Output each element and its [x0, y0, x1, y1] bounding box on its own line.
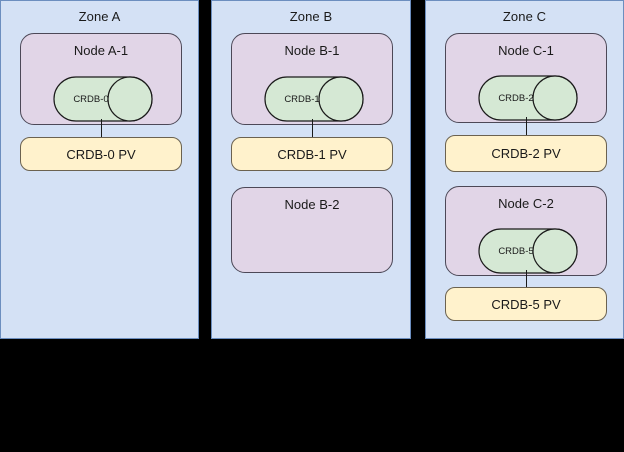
- crdb-5-pv-label: CRDB-5 PV: [491, 296, 561, 312]
- crdb-1-pv-label: CRDB-1 PV: [277, 146, 347, 162]
- node-c-1: Node C-1 CRDB-2: [445, 33, 607, 123]
- database-cylinder-crdb-5: CRDB-5: [478, 228, 578, 274]
- crdb-0-pv: CRDB-0 PV: [20, 137, 182, 171]
- connector-node-c-1-to-crdb-2-pv: [526, 117, 527, 136]
- database-cylinder-crdb-1: CRDB-1: [264, 76, 364, 122]
- node-c-2: Node C-2 CRDB-5: [445, 186, 607, 276]
- node-b-1-title: Node B-1: [284, 43, 340, 58]
- crdb-2-pv-label: CRDB-2 PV: [491, 146, 561, 161]
- crdb-5-pv: CRDB-5 PV: [445, 287, 607, 321]
- node-c-2-title: Node C-2: [498, 196, 554, 211]
- zone-b: Zone B Node B-1 CRDB-1 CRDB-1 PV Node B-…: [211, 0, 411, 339]
- node-b-1: Node B-1 CRDB-1: [231, 33, 393, 125]
- zone-a-title: Zone A: [78, 9, 121, 24]
- zone-a: Zone A Node A-1 CRDB-0 CRDB-0 PV: [0, 0, 199, 339]
- node-c-1-title: Node C-1: [498, 43, 554, 58]
- database-cylinder-crdb-2: CRDB-2: [478, 75, 578, 121]
- connector-node-c-2-to-crdb-5-pv: [526, 270, 527, 288]
- crdb-0-pv-label: CRDB-0 PV: [66, 146, 136, 162]
- connector-node-b-1-to-crdb-1-pv: [312, 119, 313, 139]
- crdb-2-pv: CRDB-2 PV: [445, 135, 607, 172]
- crdb-1-pv: CRDB-1 PV: [231, 137, 393, 171]
- database-cylinder-crdb-0: CRDB-0: [53, 76, 153, 122]
- connector-node-a-1-to-crdb-0-pv: [101, 119, 102, 139]
- zone-c: Zone C Node C-1 CRDB-2 CRDB-2 PV Node C-…: [425, 0, 624, 339]
- node-a-1-title: Node A-1: [73, 43, 129, 58]
- node-a-1: Node A-1 CRDB-0: [20, 33, 182, 125]
- node-b-2: Node B-2: [231, 187, 393, 273]
- zone-c-title: Zone C: [502, 9, 547, 24]
- zone-b-title: Zone B: [289, 9, 333, 24]
- node-b-2-title: Node B-2: [284, 197, 340, 212]
